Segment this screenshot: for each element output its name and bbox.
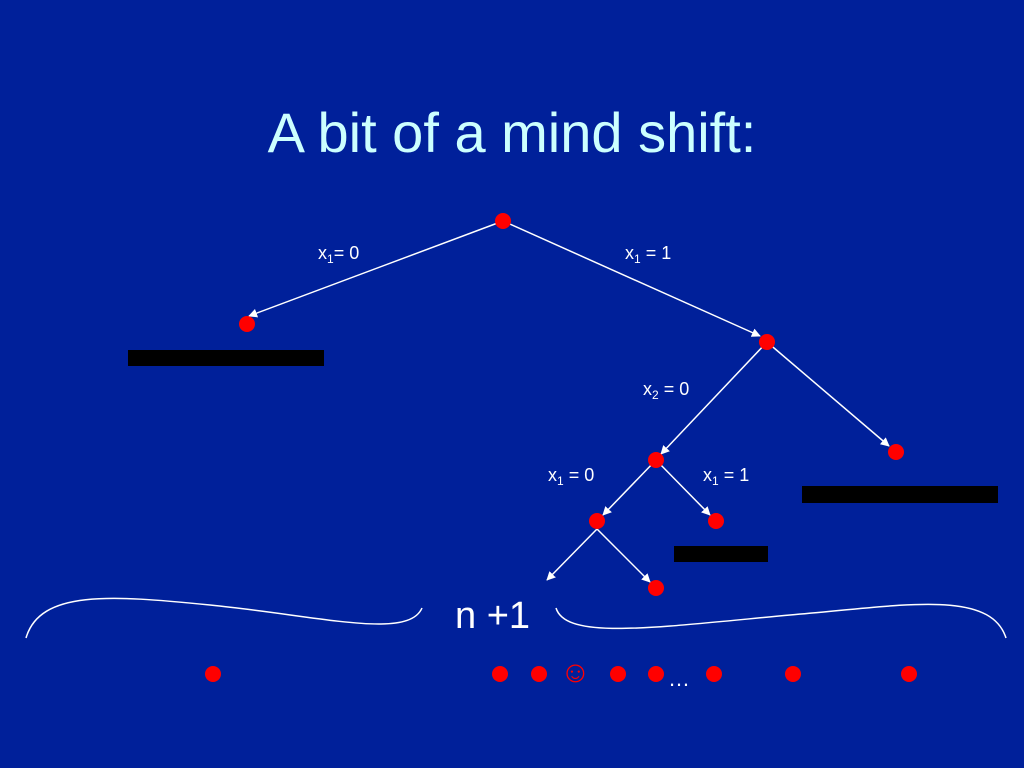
count-label: n +1 bbox=[455, 595, 531, 637]
tree-node bbox=[759, 334, 775, 350]
tree-node bbox=[239, 316, 255, 332]
slide-title: A bit of a mind shift: bbox=[267, 101, 757, 164]
redacted-bar bbox=[802, 486, 998, 503]
edge-label-x1-0: x1= 0 bbox=[318, 243, 360, 266]
leaf-dot bbox=[901, 666, 917, 682]
leaf-dot bbox=[610, 666, 626, 682]
edge-level2-right bbox=[766, 341, 890, 447]
smiley-icon: ☺ bbox=[560, 656, 591, 689]
redacted-bar bbox=[128, 350, 324, 366]
tree-node bbox=[648, 452, 664, 468]
edge-label-x1-1-lower: x1 = 1 bbox=[703, 465, 750, 488]
leaf-dot bbox=[531, 666, 547, 682]
edge-level2-left bbox=[660, 341, 768, 455]
leaf-dot bbox=[205, 666, 221, 682]
tree-node bbox=[708, 513, 724, 529]
leaf-dot bbox=[706, 666, 722, 682]
right-brace bbox=[555, 603, 1007, 639]
edge-root-right bbox=[502, 220, 761, 337]
edge-label-x1-1: x1 = 1 bbox=[625, 243, 672, 266]
edge-root-left bbox=[248, 220, 504, 318]
tree-node bbox=[648, 580, 664, 596]
edge-label-x1-0-lower: x1 = 0 bbox=[548, 465, 595, 488]
tree-node-root bbox=[495, 213, 511, 229]
edge-level3-left bbox=[602, 459, 657, 516]
tree-node bbox=[888, 444, 904, 460]
left-brace bbox=[25, 597, 423, 639]
leaf-dot bbox=[785, 666, 801, 682]
leaf-dot bbox=[492, 666, 508, 682]
tree-node bbox=[589, 513, 605, 529]
edge-level3-right bbox=[655, 459, 711, 516]
redacted-bar bbox=[674, 546, 768, 562]
edge-level4-left bbox=[546, 528, 598, 581]
leaf-dot bbox=[648, 666, 664, 682]
edge-level4-right bbox=[596, 528, 651, 583]
ellipsis: … bbox=[668, 666, 690, 691]
edge-label-x2-0: x2 = 0 bbox=[643, 379, 690, 402]
